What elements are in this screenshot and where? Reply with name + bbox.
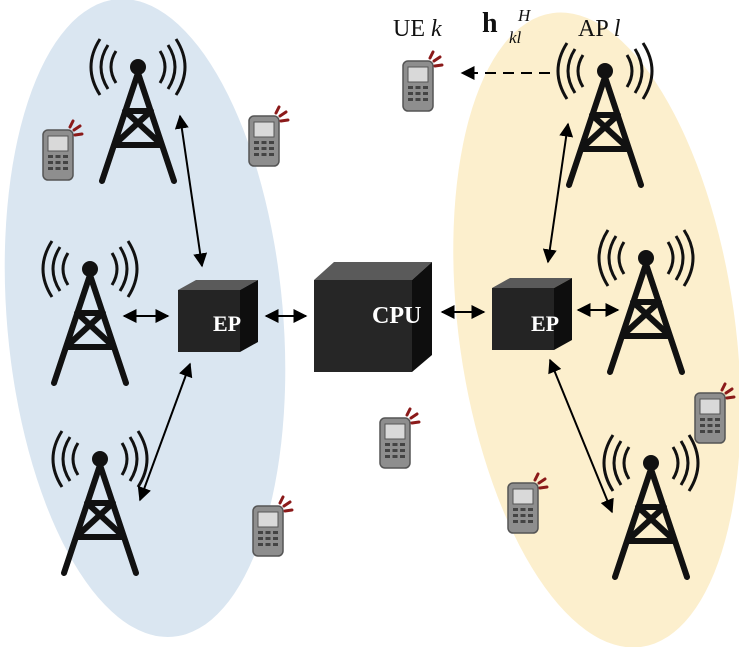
ep-ap-link-arrow [542,122,574,264]
ap-label: AP l [578,16,620,43]
ep-right-label: EP [531,311,560,336]
channel-superscript: H [518,6,531,25]
ep-ap-link-arrow [548,358,614,514]
ep-left-label: EP [213,311,242,336]
ap-ep-link-arrow [174,114,208,268]
cpu-label: CPU [372,303,422,329]
channel-symbol: h [482,8,498,39]
channel-subscript: kl [509,28,522,47]
ue-index: k [431,16,442,42]
ue-label-text: UE [393,16,425,42]
user-equipment-phone-icon [401,50,444,113]
ap-ep-link-arrow [137,362,193,502]
user-equipment-phone-icon [378,407,421,470]
channel-label: h H kl [482,6,530,47]
ap-index: l [613,16,621,42]
ap-label-text: AP [578,16,608,42]
right-ap-cluster [453,12,739,647]
user-equipment-phone-icon [247,105,290,168]
cpu-cube [314,262,432,372]
ue-label: UE k [393,16,442,43]
user-equipment-phone-icon [251,495,294,558]
